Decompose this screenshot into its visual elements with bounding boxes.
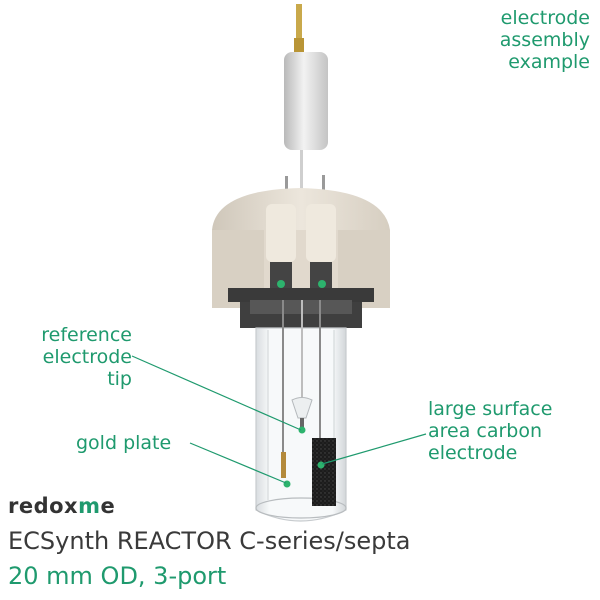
brand-logo: redoxme <box>8 494 115 518</box>
inner-electrodes <box>281 300 336 506</box>
reference-electrode-label: reference electrode tip <box>41 324 132 390</box>
product-subtitle: 20 mm OD, 3-port <box>8 562 227 590</box>
carbon-electrode-label: large surface area carbon electrode <box>428 398 553 464</box>
assembly-label: electrode assembly example <box>499 7 590 73</box>
brand-prefix: redox <box>8 494 79 518</box>
product-title: ECSynth REACTOR C-series/septa <box>8 527 411 555</box>
brand-suffix: e <box>100 494 116 518</box>
gold-plate-label: gold plate <box>76 432 172 454</box>
brand-middle: m <box>78 494 101 518</box>
leader-lines <box>131 355 427 484</box>
upper-electrode <box>284 4 328 210</box>
